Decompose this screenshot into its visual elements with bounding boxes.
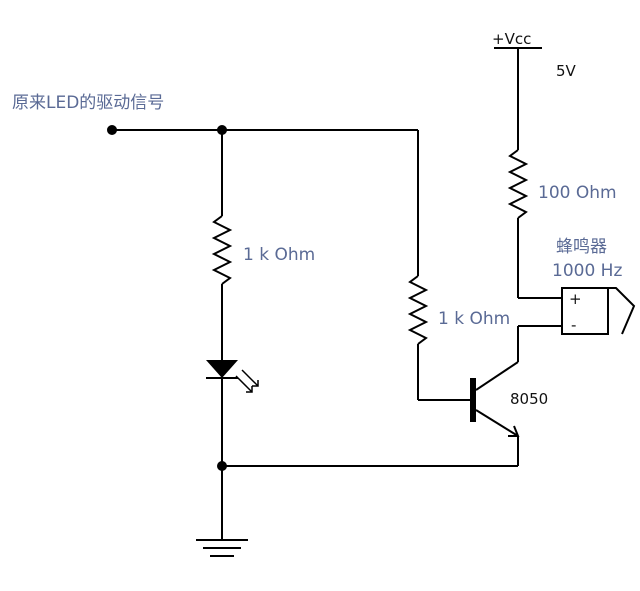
vcc-label: +Vcc [492,30,531,48]
resistor-base-label: 1 k Ohm [438,309,510,329]
light-emission-icon [235,369,259,393]
resistor-led [211,215,233,285]
buzzer-freq-label: 1000 Hz [552,261,622,281]
transistor-label: 8050 [510,390,548,408]
resistor-vcc [507,149,529,219]
resistor-vcc-label: 100 Ohm [538,183,617,203]
led-icon [206,360,238,378]
ground-icon [196,539,248,557]
buzzer-icon [561,287,636,335]
input-signal-label: 原来LED的驱动信号 [12,93,164,113]
npn-transistor-icon [470,361,520,437]
resistor-led-label: 1 k Ohm [243,245,315,265]
buzzer-plus-label: + [569,290,582,308]
resistor-base [407,275,429,345]
vcc-voltage-label: 5V [556,62,577,80]
buzzer-minus-label: - [571,316,576,334]
buzzer-name-label: 蜂鸣器 [556,237,607,257]
input-terminal-dot [107,125,117,135]
